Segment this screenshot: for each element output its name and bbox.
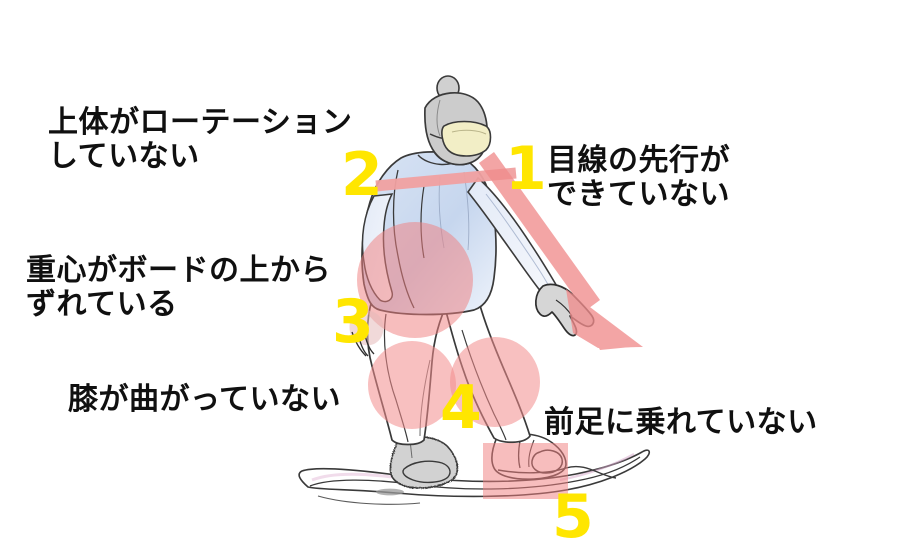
marker-circle-rear-knee (368, 341, 456, 429)
annotation-number-3: 3 (332, 287, 374, 357)
annotation-text-5: 前足に乗れていない (544, 405, 818, 440)
marker-circle-hip (357, 222, 473, 338)
annotation-number-1: 1 (505, 134, 547, 204)
marker-rect-front-foot (483, 443, 568, 499)
annotation-number-2: 2 (341, 140, 383, 210)
annotation-text-3: 重心がボードの上から ずれている (26, 253, 331, 323)
rear-hand (349, 310, 384, 357)
annotation-number-4: 4 (440, 373, 482, 443)
annotation-text-4: 膝が曲がっていない (68, 382, 341, 417)
head (424, 75, 492, 166)
annotation-text-2: 上体がローテーション していない (48, 105, 353, 175)
annotation-number-5: 5 (552, 482, 594, 552)
snowboard (298, 449, 651, 505)
marker-circle-front-knee (450, 337, 540, 427)
annotation-text-1: 目線の先行が できていない (547, 143, 730, 213)
marker-gaze-arrow (479, 152, 643, 350)
